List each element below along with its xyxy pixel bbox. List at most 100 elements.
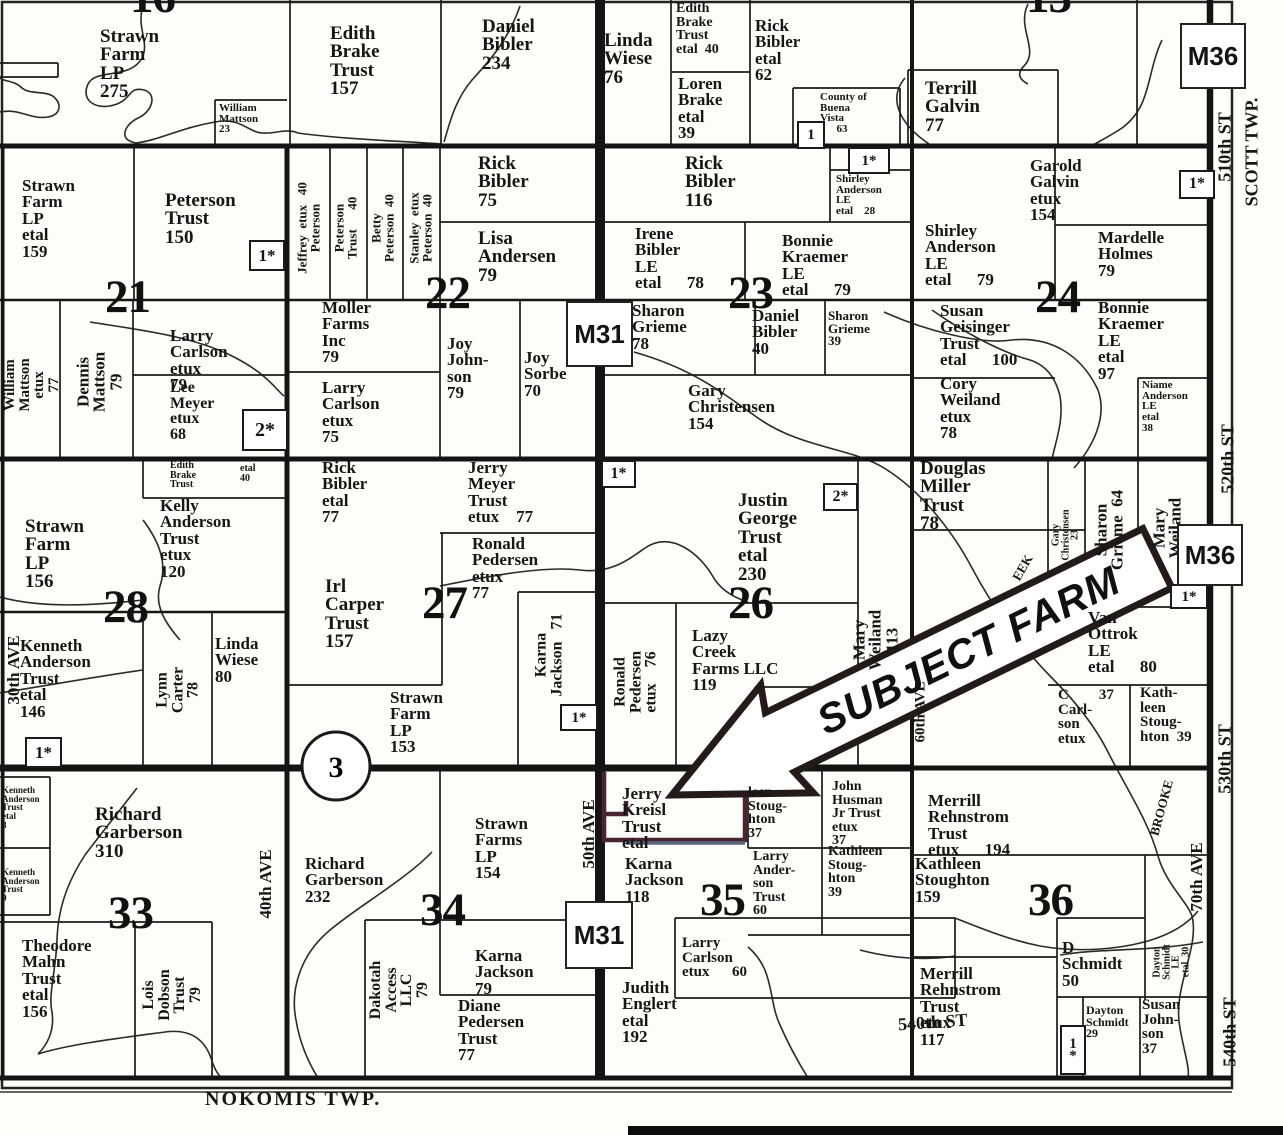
parcel-label: Peterson Trust 40 [331, 196, 359, 260]
parcel-label: Dayton Schmidt LE etal 30 [1151, 944, 1192, 980]
parcel-label: Kenneth Anderson Trust etal 8 [2, 785, 40, 830]
parcel-label: Edith Brake Trust [170, 460, 197, 491]
parcel-label: leen Stoug- hton 37 [748, 785, 787, 841]
section-number-13: 13 [1026, 0, 1072, 24]
parcel-label: Irl Carper Trust 157 [325, 576, 385, 653]
parcel-label: Richard Garberson 232 [305, 854, 384, 906]
corner-badge: 2* [823, 483, 858, 511]
parcel-label: Rick Bibler 116 [685, 153, 736, 211]
parcel-label: Niame Anderson LE etal 38 [1142, 379, 1188, 434]
parcel-label: Edith Brake Trust 157 [330, 23, 380, 100]
parcel-label: Strawn Farm LP 153 [390, 688, 443, 757]
road-label: NOKOMIS TWP. [205, 1088, 382, 1110]
section-number-16: 16 [130, 0, 176, 24]
subject-farm-arrow [664, 523, 1177, 799]
parcel-label: Strawn Farm LP 156 [25, 516, 85, 593]
parcel-label: Joy John- son 79 [447, 334, 489, 403]
parcel-label: Peterson Trust 150 [165, 190, 236, 248]
parcel-label: Susan John- son 37 [1142, 997, 1181, 1057]
parcel-label: Irene Bibler LE etal 78 [635, 224, 704, 293]
corner-badge: 1* [25, 737, 62, 768]
parcel-label: Bonnie Kraemer LE etal 97 [1098, 298, 1165, 383]
parcel-label: Jerry Meyer Trust etux 77 [468, 458, 534, 527]
parcel-label: Mardelle Holmes 79 [1098, 228, 1165, 280]
parcel-label: Lynn Carter 78 [153, 666, 202, 714]
parcel-label: Kathleen Stoug- hton 39 [828, 844, 883, 900]
parcel-label: Larry Ander- son Trust 60 [753, 849, 796, 919]
highway-badge-m36: M36 [1180, 23, 1246, 89]
parcel-label: Dennis Mattson 79 [73, 351, 126, 413]
road-label: 520th ST [1217, 424, 1238, 494]
section-number-27: 27 [422, 577, 468, 629]
parcel-label: Merrill Rehnstrom Trust etux 117 [920, 964, 1001, 1049]
parcel-label: etal 40 [240, 463, 256, 484]
highway-badge-m31: M31 [566, 301, 633, 367]
road-label: 40th AVE [255, 849, 275, 919]
section-number-23: 23 [728, 267, 774, 319]
corner-badge: 1* [249, 240, 285, 271]
section-number-24: 24 [1035, 271, 1081, 323]
parcel-label: Karna Jackson 118 [625, 854, 684, 906]
road-label: 540th ST [1219, 997, 1240, 1067]
parcel-label: Joy Sorbe 70 [524, 348, 567, 400]
corner-badge: 2* [242, 409, 288, 451]
parcel-label: Garold Galvin etux 154 [1030, 156, 1082, 225]
parcel-label: Daniel Bibler 234 [482, 16, 535, 74]
parcel-label: Ronald Pedersen etux 77 [472, 534, 539, 603]
parcel-label: Daniel Bibler 40 [752, 306, 800, 358]
parcel-label: Lisa Andersen 79 [478, 228, 557, 286]
parcel-label: Rick Bibler 75 [478, 153, 529, 211]
parcel-label: Terrill Galvin 77 [925, 78, 980, 136]
corner-badge: 1* [560, 704, 598, 731]
parcel-label: Merrill Rehnstrom Trust etux 194 [928, 791, 1011, 860]
parcel-label: Dakotah Access LLC 79 [366, 960, 431, 1020]
parcel-label: Kenneth Anderson Trust 9 [2, 867, 40, 904]
section-number-34: 34 [420, 884, 466, 936]
parcel-label: Ronald Pedersen etux 76 [611, 650, 660, 714]
parcel-label: Strawn Farms LP 154 [475, 814, 528, 883]
parcel-label: Richard Garberson 310 [95, 804, 183, 862]
parcel-label: Lois Dobson Trust 79 [139, 969, 204, 1021]
road-label: 70th AVE [1186, 842, 1206, 912]
scan-edge-bar [628, 1126, 1283, 1135]
parcel-label: Larry Carlson etux 79 [170, 326, 228, 395]
parcel-label: Linda Wiese 76 [604, 30, 653, 88]
parcel-label: Jerry Kreisl Trust etal [622, 784, 667, 853]
parcel-label: Cory Weiland etux 78 [940, 374, 1001, 443]
parcel-label: Karna Jackson 79 [475, 946, 534, 998]
subject-parcel-outline [601, 772, 748, 845]
parcel-label: Strawn Farm LP 275 [100, 26, 160, 103]
parcel-label: Gary Christensen 154 [688, 381, 775, 433]
highway-badge-m36: M36 [1177, 524, 1243, 586]
section-number-22: 22 [425, 267, 471, 319]
parcel-label: Justin George Trust etal 230 [738, 490, 798, 585]
parcel-label: Loren Brake etal 39 [678, 74, 723, 143]
parcel-label: Sharon Grieme 39 [828, 308, 870, 349]
parcel-label: Bonnie Kraemer LE etal 79 [782, 231, 851, 300]
parcel-label: Kath- leen Stoug- hton 39 [1140, 685, 1192, 745]
svg-text:3: 3 [329, 751, 344, 784]
parcel-label: Jeffrey etux 40 Peterson [294, 182, 322, 274]
parcel-label: Larry Carlson etux 75 [322, 378, 380, 447]
road-label: 510th ST [1214, 112, 1235, 182]
parcel-label: Edith Brake Trust etal 40 [676, 1, 719, 57]
parcel-label: Dayton Schmidt 29 [1086, 1003, 1129, 1041]
parcel-label: Van Ottrok LE etal 80 [1088, 608, 1157, 677]
parcel-label: Sharon Grieme 78 [632, 301, 687, 353]
road-label: 50th AVE [578, 799, 598, 869]
parcel-label: William Mattson etux 77 [1, 358, 62, 412]
corner-badge: 1 [797, 121, 825, 149]
section-number-35: 35 [700, 874, 746, 926]
parcel-label: Diane Pedersen Trust 77 [458, 996, 525, 1065]
parcel-label: Lazy Creek Farms LLC 119 [692, 626, 779, 695]
parcel-label: Kelly Anderson Trust etux 120 [160, 496, 231, 581]
parcel-label: Linda Wiese 80 [215, 634, 259, 686]
parcel-label: Lee Meyer etux 68 [170, 379, 215, 443]
road-label: 530th ST [1214, 724, 1235, 794]
parcel-label: Theodore Mahn Trust etal 156 [22, 936, 92, 1021]
parcel-label: Shirley Anderson LE etal 28 [836, 173, 882, 217]
parcel-label: Susan Geisinger Trust etal 100 [940, 301, 1018, 370]
road-label: SCOTT TWP. [1241, 97, 1262, 207]
parcel-label: Betty Peterson 40 [368, 194, 396, 262]
